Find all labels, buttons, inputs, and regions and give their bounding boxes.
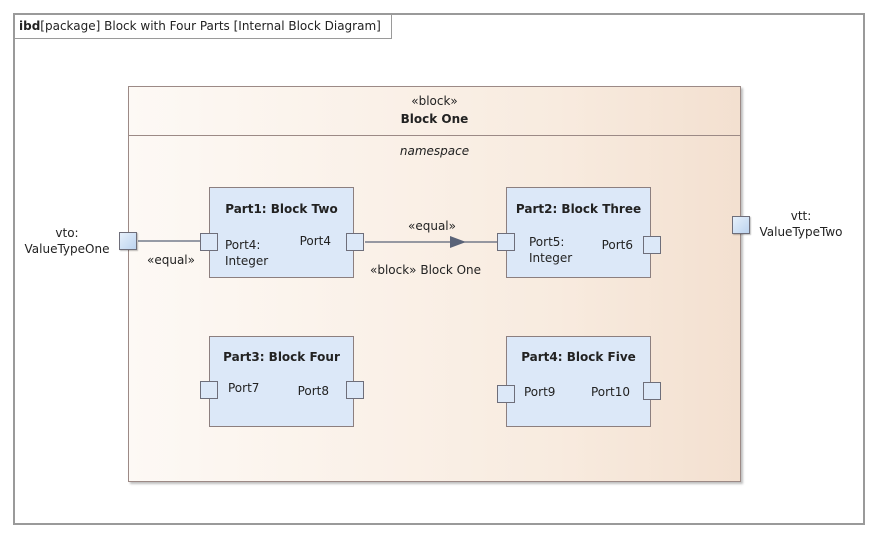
port-vtt-label: vtt: ValueTypeTwo: [758, 208, 844, 240]
part2-title: Part2: Block Three: [515, 202, 642, 216]
part3-port7-label: Port7: [228, 381, 260, 395]
part1-block-two[interactable]: [209, 187, 354, 278]
connector-arrowhead-icon: [450, 236, 466, 248]
part4-port9-label: Port9: [524, 385, 556, 399]
block-header-divider: [128, 135, 741, 136]
part4-port9[interactable]: [497, 385, 515, 403]
port-vto[interactable]: [119, 232, 137, 250]
part4-title: Part4: Block Five: [521, 350, 636, 364]
diagram-frame: [13, 13, 865, 525]
diagram-title: [package] Block with Four Parts [Interna…: [40, 19, 381, 33]
part2-port5[interactable]: [497, 233, 515, 251]
port-vtt-type: ValueTypeTwo: [759, 225, 843, 239]
part3-port8-label: Port8: [297, 384, 329, 398]
part1-port4-left[interactable]: [200, 233, 218, 251]
part4-block-five[interactable]: [506, 336, 651, 427]
part4-port10-label: Port10: [590, 385, 630, 399]
part2-block-three[interactable]: [506, 187, 651, 278]
port-vto-label: vto: ValueTypeOne: [24, 225, 110, 257]
connector-part1-part2-stereotype: «equal»: [408, 219, 456, 233]
part3-port8[interactable]: [346, 381, 364, 399]
block-compartment-label: namespace: [399, 144, 470, 158]
part3-port7[interactable]: [200, 381, 218, 399]
port-vtt[interactable]: [732, 216, 750, 234]
connector-part1-part2-type: «block» Block One: [370, 263, 482, 277]
block-name: Block One: [400, 112, 469, 126]
part1-port4-right-label: Port4: [299, 234, 331, 248]
part2-port5-label: Port5: Integer: [529, 234, 572, 266]
port-vto-name: vto:: [55, 226, 79, 240]
diagram-kind: ibd: [19, 19, 41, 33]
part1-port4-left-name: Port4:: [225, 238, 261, 252]
part2-port5-name: Port5:: [529, 235, 565, 249]
port-vto-type: ValueTypeOne: [24, 242, 110, 256]
port-vtt-name: vtt:: [790, 209, 812, 223]
part2-port6-label: Port6: [601, 238, 633, 252]
diagram-frame-tab: ibd[package] Block with Four Parts [Inte…: [15, 15, 392, 39]
part1-title: Part1: Block Two: [225, 202, 338, 216]
part2-port5-type: Integer: [529, 251, 573, 265]
part1-port4-left-label: Port4: Integer: [225, 237, 268, 269]
part2-port6[interactable]: [643, 236, 661, 254]
part4-port10[interactable]: [643, 382, 661, 400]
connector-vto-stereotype: «equal»: [147, 253, 195, 267]
block-stereotype: «block»: [411, 94, 458, 108]
part3-title: Part3: Block Four: [223, 350, 340, 364]
part1-port4-right[interactable]: [346, 233, 364, 251]
part1-port4-left-type: Integer: [225, 254, 269, 268]
